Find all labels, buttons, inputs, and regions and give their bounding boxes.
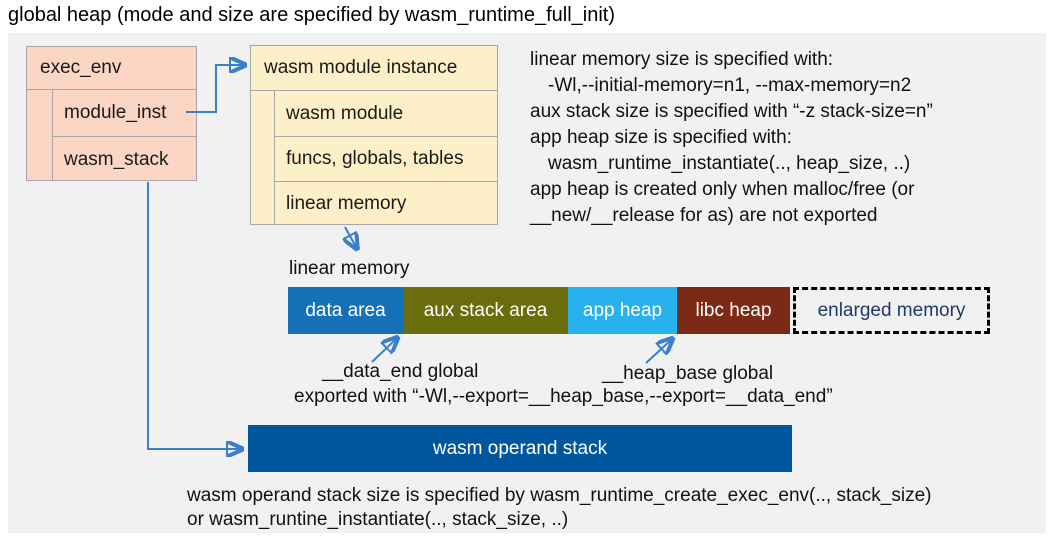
enlarged-memory-box: enlarged memory [793, 287, 990, 334]
operand-stack-note-line: wasm operand stack size is specified by … [187, 485, 932, 506]
note-line: app heap is created only when malloc/fre… [530, 179, 915, 200]
memory-segment-aux-stack-area: aux stack area [403, 287, 568, 334]
module-row-linear-memory: linear memory [275, 181, 497, 226]
note-line: app heap size is specified with: [530, 127, 792, 148]
linear-memory-bar: data area aux stack area app heap libc h… [288, 287, 790, 334]
memory-segment-data-area: data area [288, 287, 403, 334]
module-row-wasm-module: wasm module [286, 102, 404, 124]
memory-segment-app-heap: app heap [568, 287, 677, 334]
data-end-global-label: __data_end global [322, 361, 479, 382]
exec-env-strip [27, 90, 53, 181]
exec-env-box: exec_env module_inst wasm_stack [26, 46, 197, 181]
module-instance-strip [251, 91, 275, 225]
page-title: global heap (mode and size are specified… [8, 4, 615, 26]
note-line: wasm_runtime_instantiate(.., heap_size, … [548, 153, 911, 174]
operand-stack-notes: wasm operand stack size is specified by … [187, 484, 932, 532]
module-instance-header: wasm module instance [251, 46, 497, 91]
operand-stack-bar: wasm operand stack [248, 425, 792, 472]
right-notes: linear memory size is specified with: -W… [530, 47, 1035, 229]
memory-segment-libc-heap: libc heap [677, 287, 790, 334]
exported-with-label: exported with “-Wl,--export=__heap_base,… [294, 386, 833, 407]
exec-env-row-wasm-stack: wasm_stack [53, 136, 196, 182]
linear-memory-label: linear memory [289, 258, 410, 279]
module-row-funcs-globals-tables: funcs, globals, tables [275, 136, 497, 181]
note-line: -Wl,--initial-memory=n1, --max-memory=n2 [548, 75, 912, 96]
exec-env-header: exec_env [27, 47, 196, 90]
heap-base-global-label: __heap_base global [602, 363, 774, 384]
note-line: linear memory size is specified with: [530, 49, 834, 70]
operand-stack-note-line: or wasm_runtine_instantiate(.., stack_si… [187, 509, 569, 530]
note-line: __new/__release for as) are not exported [530, 205, 878, 226]
note-line: aux stack size is specified with “-z sta… [530, 101, 933, 122]
exec-env-row-module-inst: module_inst [64, 102, 167, 123]
module-instance-box: wasm module instance wasm module funcs, … [250, 45, 498, 225]
